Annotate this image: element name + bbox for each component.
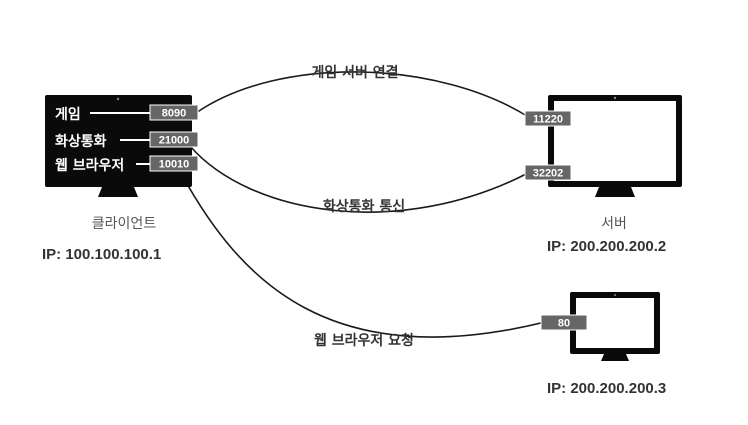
- server-port-video-call: 32202: [533, 168, 564, 180]
- server-monitor-screen: [554, 101, 676, 181]
- client-monitor-camera: [116, 97, 120, 101]
- server-port-box-game: [524, 110, 572, 127]
- server2-computer: [570, 292, 660, 361]
- connection-label-video-call: 화상통화 통신: [323, 199, 405, 215]
- server-name: 서버: [601, 216, 627, 232]
- server-monitor-stand: [595, 187, 635, 197]
- server2-monitor-camera: [614, 294, 616, 296]
- web-connection-line: [181, 174, 546, 338]
- server2-monitor-screen: [576, 298, 654, 348]
- client-port-web-browser: 10010: [159, 159, 190, 171]
- connection-label-web: 웹 브라우저 요청: [314, 333, 414, 349]
- server-computer: [548, 95, 682, 197]
- app-label-video-call: 화상통화: [55, 134, 107, 150]
- server-port-box-video-call: [524, 164, 572, 181]
- video-connection-line: [189, 145, 531, 213]
- client-monitor-stand: [98, 187, 138, 197]
- client-port-box-game: [149, 104, 199, 121]
- server-port-game: 11220: [533, 114, 563, 126]
- client-ip: IP: 100.100.100.1: [42, 246, 161, 263]
- client-port-video-call: 21000: [159, 135, 190, 147]
- client-name: 클라이언트: [92, 216, 157, 232]
- server2-port-box-web: [540, 314, 588, 331]
- server-monitor-camera: [613, 96, 617, 100]
- client-port-box-video-call: [149, 131, 199, 148]
- server2-monitor-stand: [601, 354, 629, 361]
- server2-port-web: 80: [558, 318, 570, 330]
- server-ip: IP: 200.200.200.2: [547, 238, 666, 255]
- app-label-web-browser: 웹 브라우저: [55, 158, 124, 174]
- client-port-game: 8090: [162, 108, 186, 120]
- app-label-game: 게임: [55, 107, 81, 123]
- game-connection-line: [195, 71, 531, 119]
- client-port-box-web-browser: [149, 155, 199, 172]
- connection-label-game: 게임 서버 연결: [311, 64, 398, 81]
- server2-ip: IP: 200.200.200.3: [547, 380, 666, 397]
